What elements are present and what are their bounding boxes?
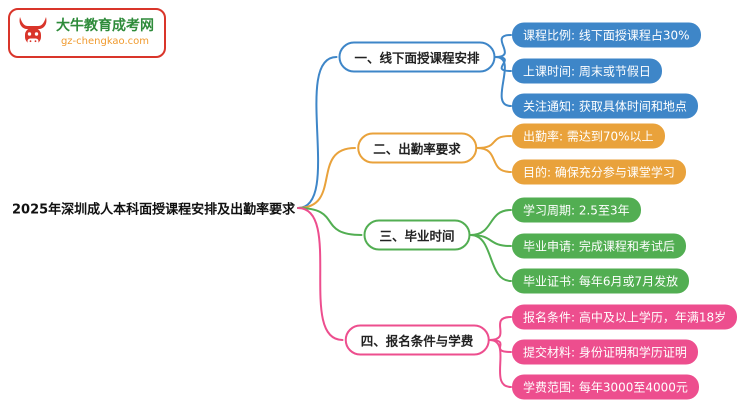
branch-node-2[interactable]: 二、出勤率要求 bbox=[357, 132, 477, 164]
leaf-node-2-2[interactable]: 目的: 确保充分参与课堂学习 bbox=[512, 159, 686, 185]
leaf-node-2-1[interactable]: 出勤率: 需达到70%以上 bbox=[512, 123, 665, 149]
connector-path bbox=[297, 207, 363, 236]
leaf-node-3-3[interactable]: 毕业证书: 每年6月或7月发放 bbox=[512, 268, 690, 294]
logo-text: 大牛教育成考网 gz-chengkao.com bbox=[56, 18, 154, 48]
connector-path bbox=[494, 56, 512, 107]
logo-site-name: 大牛教育成考网 bbox=[56, 18, 154, 34]
connector-path bbox=[297, 207, 344, 341]
site-logo: 大牛教育成考网 gz-chengkao.com bbox=[8, 8, 166, 58]
connector-path bbox=[494, 34, 512, 58]
connector-path bbox=[469, 209, 512, 236]
connector-path bbox=[297, 56, 338, 209]
leaf-node-4-3[interactable]: 学费范围: 每年3000至4000元 bbox=[512, 374, 699, 400]
leaf-node-4-1[interactable]: 报名条件: 高中及以上学历，年满18岁 bbox=[512, 304, 738, 330]
connector-path bbox=[469, 234, 512, 247]
leaf-node-3-2[interactable]: 毕业申请: 完成课程和考试后 bbox=[512, 233, 686, 259]
connector-path bbox=[494, 56, 512, 72]
connector-path bbox=[469, 234, 512, 282]
connector-path bbox=[476, 147, 512, 173]
branch-node-1[interactable]: 一、线下面授课程安排 bbox=[338, 41, 496, 73]
connector-path bbox=[297, 147, 356, 209]
root-node[interactable]: 2025年深圳成人本科面授课程安排及出勤率要求 bbox=[12, 202, 296, 218]
leaf-node-1-2[interactable]: 上课时间: 周末或节假日 bbox=[512, 58, 662, 84]
logo-site-url: gz-chengkao.com bbox=[60, 35, 150, 47]
branch-node-4[interactable]: 四、报名条件与学费 bbox=[344, 324, 490, 356]
connector-path bbox=[476, 135, 512, 149]
connector-path bbox=[488, 339, 512, 353]
connector-path bbox=[488, 339, 512, 388]
connector-path bbox=[488, 316, 512, 341]
branch-node-3[interactable]: 三、毕业时间 bbox=[363, 219, 471, 251]
leaf-node-1-1[interactable]: 课程比例: 线下面授课程占30% bbox=[512, 22, 701, 48]
leaf-node-1-3[interactable]: 关注通知: 获取具体时间和地点 bbox=[512, 93, 698, 119]
bull-icon bbox=[19, 17, 47, 44]
leaf-node-3-1[interactable]: 学习周期: 2.5至3年 bbox=[512, 197, 641, 223]
leaf-node-4-2[interactable]: 提交材料: 身份证明和学历证明 bbox=[512, 339, 698, 365]
